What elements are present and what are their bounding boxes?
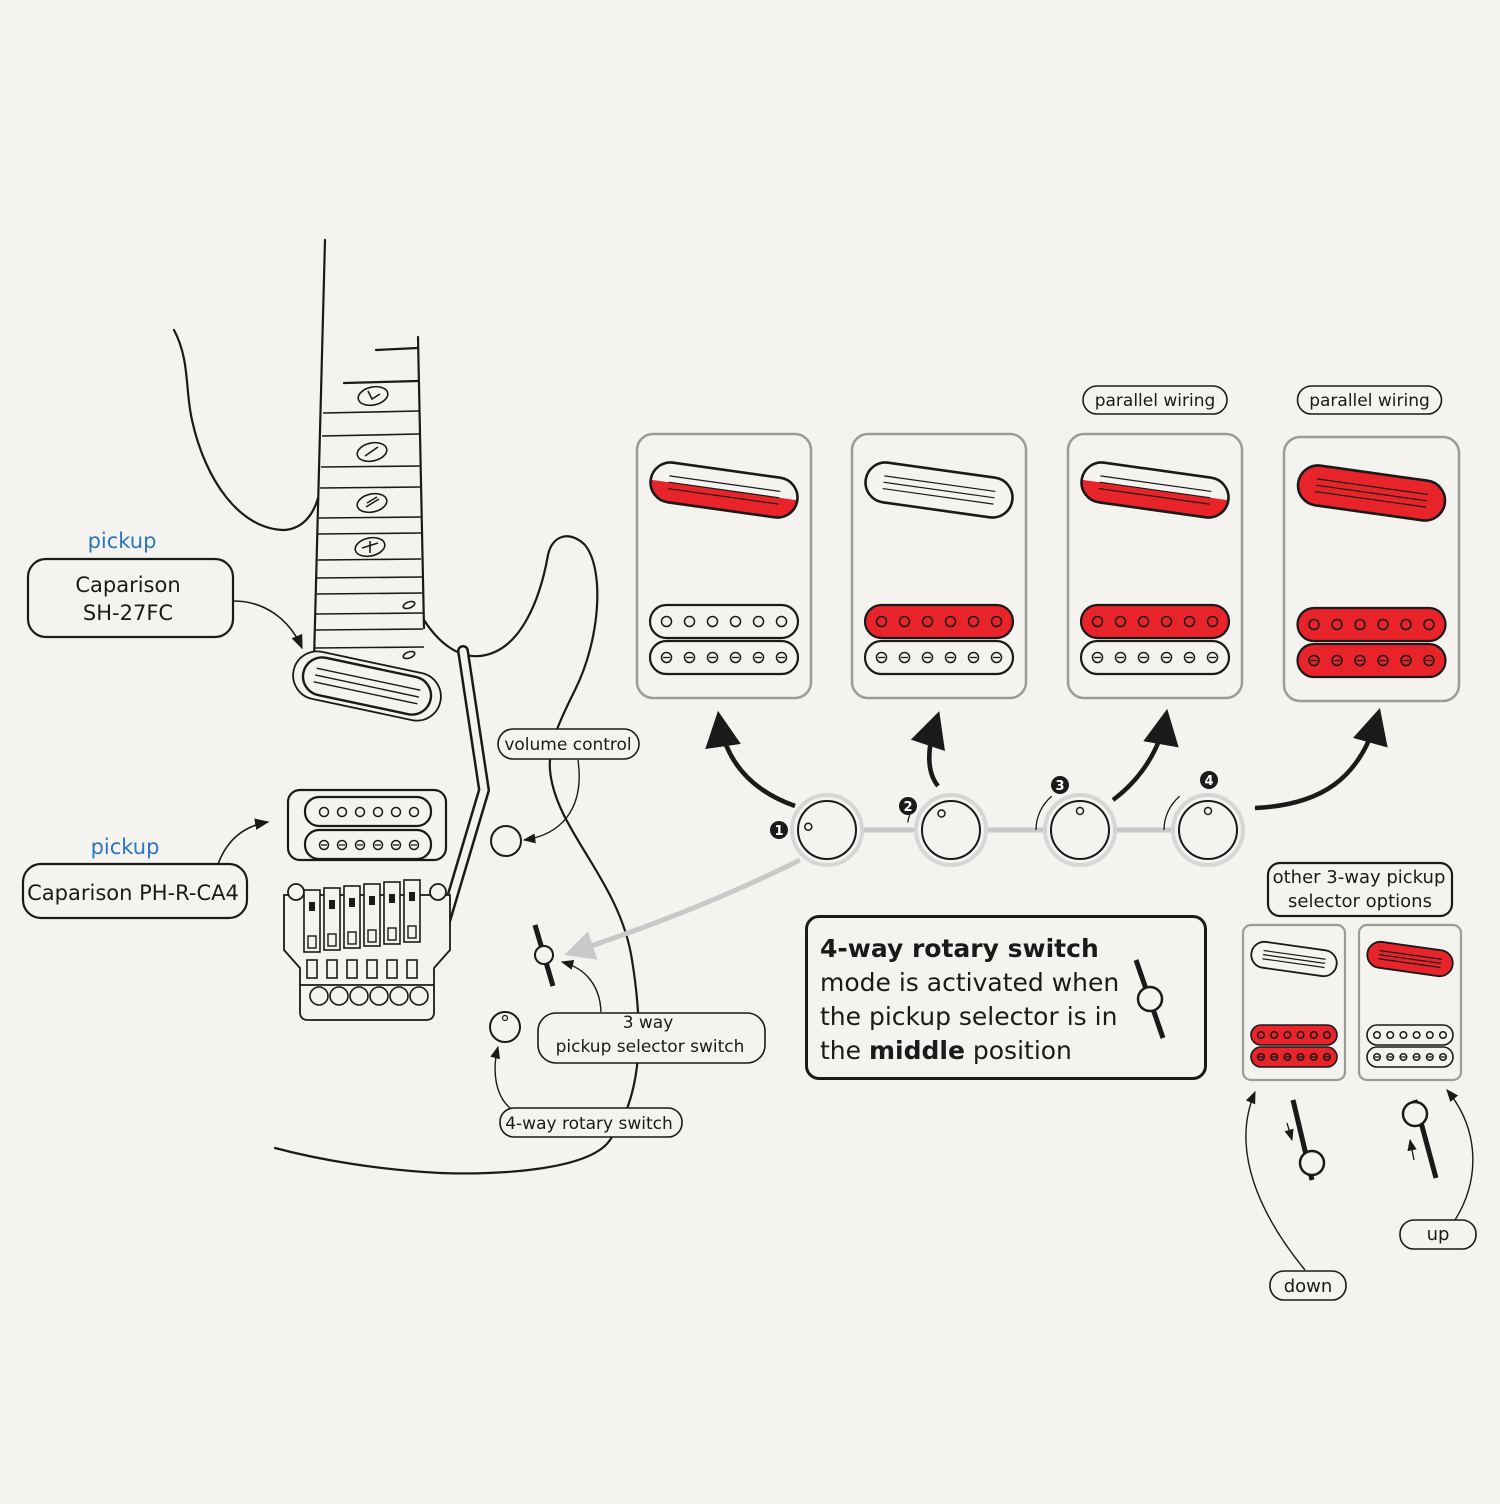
pickup-selector-switch[interactable] (532, 924, 556, 987)
down-label-box (1269, 1270, 1347, 1301)
svg-text:3: 3 (1055, 779, 1064, 794)
option-up (1357, 923, 1463, 1179)
rotary-switch-knob[interactable] (489, 1011, 521, 1043)
single-coil-pickup (864, 461, 1014, 519)
position-number-1: 1 (770, 821, 788, 839)
fret-inlays (354, 385, 416, 660)
bridge-pickup-ph-r-ca4 (286, 788, 448, 862)
rotary-position-1: 1 (635, 432, 864, 867)
neck-pickup-sh27fc (292, 650, 442, 722)
humbucker-pickup (1250, 1024, 1338, 1068)
rotary-label-box (499, 1107, 683, 1138)
rotary-knob-3[interactable] (1035, 793, 1117, 867)
position-number-3: 3 (1051, 776, 1069, 794)
rotary-knob-4[interactable] (1163, 793, 1245, 867)
svg-text:1: 1 (774, 824, 783, 839)
rotary-position-4: parallel wiring 4 (1163, 385, 1461, 867)
humbucker-pickup (1366, 1024, 1454, 1068)
other-options-title-box (1266, 861, 1454, 918)
note-title: 4-way rotary switch (820, 934, 1099, 963)
parallel-wiring-tag (1082, 385, 1228, 415)
humbucker-pickup (863, 603, 1015, 676)
humbucker-pickup (1079, 603, 1231, 676)
down-pointer (1245, 1090, 1306, 1271)
down-label: down (1284, 1276, 1333, 1297)
up-label: up (1427, 1224, 1450, 1245)
rotary-mode-note: 4-way rotary switch mode is activated wh… (805, 915, 1207, 1080)
bridge-saddles (303, 879, 429, 1006)
position-number-4: 4 (1200, 771, 1218, 789)
rotary-knob-1[interactable] (790, 793, 864, 867)
volume-pointer (522, 759, 580, 844)
bridge-pickup-model: Caparison PH-R-CA4 (27, 881, 239, 905)
parallel-wiring-tag (1296, 385, 1443, 415)
up-pointer (1446, 1089, 1474, 1221)
neck-pickup-model-line1: Caparison (75, 573, 180, 597)
humbucker-pickup (1296, 606, 1447, 679)
bridge-pickup-label-box (21, 862, 249, 920)
selector-label-line1: 3 way (623, 1013, 674, 1033)
single-coil-pickup (1250, 940, 1338, 978)
bridge-pickup-poles (318, 806, 420, 851)
bridge-pickup-pointer (217, 818, 270, 865)
selector-lever-down (1284, 1099, 1326, 1181)
volume-label-box (497, 728, 640, 760)
fretboard-frets (314, 410, 425, 649)
note-line2: mode is activated when (820, 968, 1120, 997)
single-coil-pickup (1366, 940, 1454, 978)
rotary-position-2: 2 (850, 432, 1028, 867)
option-down (1241, 923, 1347, 1181)
single-coil-pickup (1296, 464, 1447, 522)
single-coil-pickup (1078, 461, 1230, 521)
rotary-pointer (490, 1045, 511, 1109)
neck-pickup-pointer (233, 600, 303, 650)
parallel-wiring-label: parallel wiring (1095, 391, 1216, 411)
svg-text:4: 4 (1204, 774, 1213, 789)
rotary-position-3: parallel wiring 3 (1035, 385, 1244, 867)
parallel-wiring-label: parallel wiring (1309, 391, 1430, 411)
volume-knob[interactable] (490, 825, 522, 857)
neck-pickup-label-box (26, 557, 235, 639)
other-options-title-line1: other 3-way pickup (1273, 867, 1446, 888)
neck-pickup-title: pickup (88, 529, 157, 553)
rotary-knob-2[interactable] (907, 793, 988, 867)
note-switch-icon (1133, 959, 1166, 1039)
position-arrow (910, 711, 945, 788)
other-options-title-line2: selector options (1288, 891, 1432, 912)
selector-label-line2: pickup selector switch (556, 1037, 745, 1057)
note-line4-b: position (972, 1036, 1072, 1065)
note-line3: the pickup selector is in (820, 1002, 1118, 1031)
rotary-label: 4-way rotary switch (505, 1114, 673, 1134)
position-arrow (705, 710, 796, 809)
volume-label: volume control (504, 735, 631, 755)
note-line4-a: the (820, 1036, 862, 1065)
guitar-body (172, 238, 640, 1175)
single-coil-pickup (647, 461, 799, 521)
neck-pickup-model-line2: SH-27FC (83, 601, 173, 625)
position-number-2: 2 (899, 797, 917, 815)
rotary-positions: 1 2 parallel wiring 3 parallel wiring 4 (635, 385, 1461, 867)
other-options (1241, 923, 1463, 1181)
note-line4-bold: middle (868, 1036, 965, 1065)
humbucker-pickup (648, 603, 800, 676)
position-arrow (1254, 708, 1388, 811)
selector-label-box (537, 1012, 766, 1064)
selector-lever-up (1401, 1099, 1439, 1179)
svg-text:2: 2 (903, 800, 912, 815)
up-label-box (1399, 1219, 1477, 1250)
selector-pointer (560, 959, 602, 1013)
bridge-pickup-title: pickup (91, 835, 160, 859)
position-arrow (1111, 708, 1179, 802)
rotary-to-selector-pointer (564, 857, 802, 960)
